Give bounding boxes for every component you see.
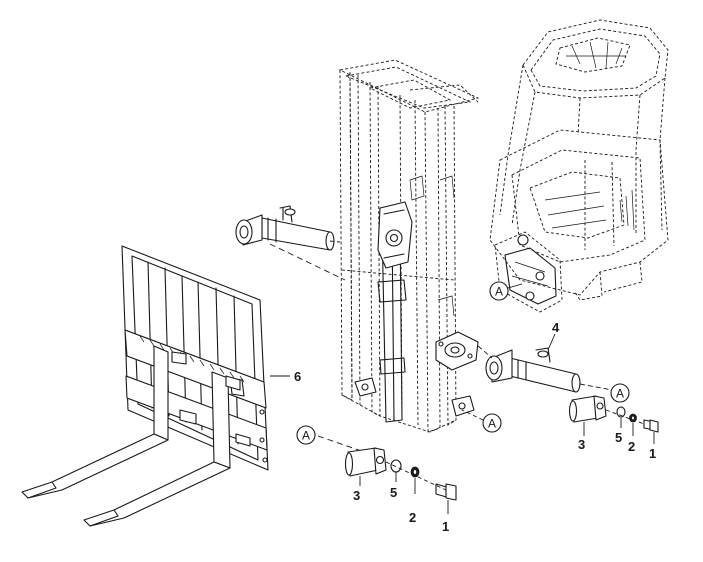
svg-text:A: A <box>495 285 503 299</box>
detail-marker-pin-assembly: A <box>296 425 316 445</box>
svg-text:2: 2 <box>628 439 635 454</box>
svg-text:6: 6 <box>294 369 301 384</box>
callout-4: 4 <box>547 320 560 351</box>
callout-3-bottom: 3 <box>353 476 361 503</box>
tilt-cylinder-right <box>477 345 613 393</box>
operator-cab <box>489 19 669 313</box>
callout-2-bottom: 2 <box>409 478 416 525</box>
pin-assembly-bottom <box>317 435 457 501</box>
callout-1-bottom: 1 <box>442 500 449 534</box>
callout-1-right: 1 <box>649 432 656 461</box>
svg-text:5: 5 <box>390 485 397 500</box>
mast-assembly <box>338 59 480 433</box>
svg-text:2: 2 <box>409 510 416 525</box>
svg-text:A: A <box>302 429 310 443</box>
callout-6: 6 <box>270 369 301 384</box>
svg-text:4: 4 <box>552 320 560 335</box>
tilt-cylinder-upper-left <box>235 205 346 281</box>
svg-text:1: 1 <box>649 446 656 461</box>
fork-carriage <box>21 245 269 527</box>
svg-text:1: 1 <box>442 519 449 534</box>
svg-text:3: 3 <box>578 437 585 452</box>
callout-5-bottom: 5 <box>390 472 397 500</box>
detail-marker-mast-bottom: A <box>461 409 502 433</box>
detail-marker-cab-mount: A <box>489 281 523 301</box>
svg-text:A: A <box>488 417 496 431</box>
callout-5-right: 5 <box>615 418 622 445</box>
callout-2-right: 2 <box>628 423 635 454</box>
callout-3-right: 3 <box>578 422 585 452</box>
detail-marker-cylinder-end: A <box>610 383 630 403</box>
svg-text:3: 3 <box>353 488 360 503</box>
svg-text:A: A <box>616 387 624 401</box>
pin-assembly-right <box>568 395 659 433</box>
svg-text:5: 5 <box>615 430 622 445</box>
